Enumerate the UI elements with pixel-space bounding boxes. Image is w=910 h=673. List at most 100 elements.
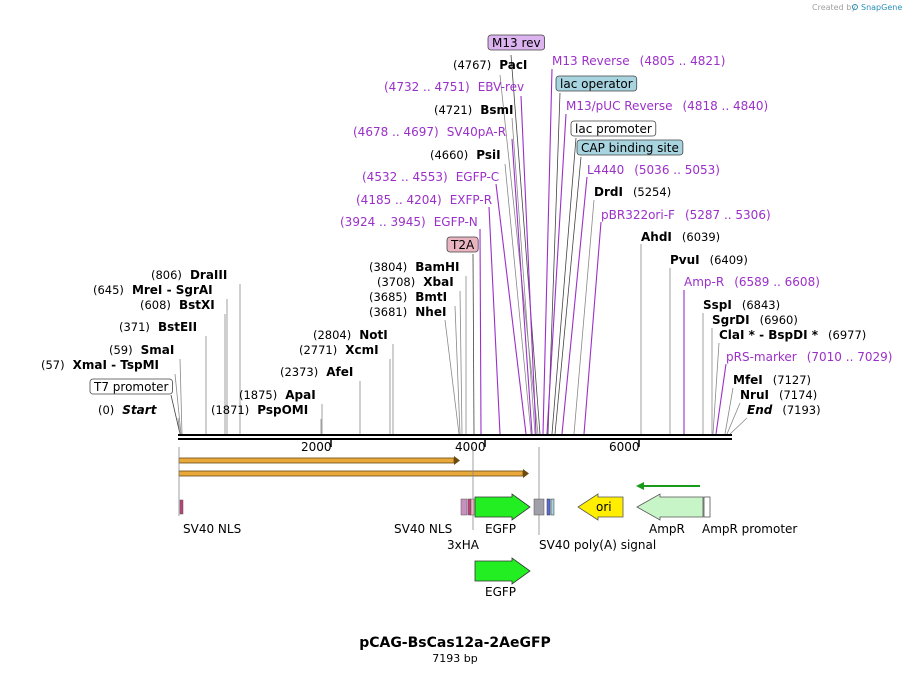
site-label-l4440: L4440(5036 .. 5053) [587, 163, 720, 177]
connector-m13puc [546, 113, 567, 435]
site-name: pRS-marker [726, 350, 797, 364]
site-position: (6843) [742, 298, 780, 312]
site-position: (371) [119, 320, 150, 334]
site-label-egfpc: (4532 .. 4553) EGFP-C [362, 170, 499, 184]
connector-drdi [573, 199, 595, 435]
connector-nrui [726, 402, 741, 435]
connector-psii [504, 163, 532, 435]
site-name: BstXI [179, 298, 215, 312]
ruler-label-4000: 4000 [455, 440, 486, 454]
connector-cap [554, 156, 582, 435]
gene-label-sv40-nls-1: SV40 NLS [183, 522, 241, 536]
connector-m13rev [510, 54, 541, 435]
site-position: (6589 .. 6608) [734, 275, 820, 289]
snapgene-logo-icon [852, 4, 858, 10]
site-name: XcmI [345, 343, 378, 357]
site-label-sv40par: (4678 .. 4697)SV40pA-R [353, 125, 506, 139]
t2a-glyph [470, 498, 475, 516]
site-label-paci: (4767) PacI [453, 58, 527, 72]
site-position: (2804) [313, 328, 351, 342]
site-label-ebvrev: (4732 .. 4751)EBV-rev [384, 80, 524, 94]
site-name: BmtI [415, 290, 447, 304]
sv40-nls-1-glyph [179, 499, 184, 515]
gene-label-3xha: 3xHA [447, 538, 480, 552]
plasmid-title: pCAG-BsCas12a-2AeGFP [359, 635, 551, 651]
label-box [576, 139, 684, 156]
site-position: (4660) [430, 148, 468, 162]
backbone-bottom-strand [178, 438, 732, 440]
gene-label-sv40-polya: SV40 poly(A) signal [539, 538, 656, 552]
site-label-end: End(7193) [747, 403, 821, 417]
site-label-bamhi: (3804)BamHI [369, 260, 460, 274]
connector-bmti [454, 305, 461, 435]
site-name: SgrDI [712, 313, 750, 327]
site-label-mrei: (645)MreI - SgrAI [93, 283, 213, 297]
connector-xmai [174, 373, 182, 435]
site-name: DraIII [190, 268, 227, 282]
gene-label-egfp-1: EGFP [485, 522, 516, 536]
site-position: (4185 .. 4204) [356, 193, 442, 207]
site-label-bmti: (3685) BmtI [369, 290, 447, 304]
site-position: (4732 .. 4751) [384, 80, 470, 94]
site-name: EGFP-C [456, 170, 499, 184]
site-name: BstEII [158, 320, 197, 334]
site-name: T7 promoter [93, 380, 169, 394]
site-position: (6409) [710, 253, 748, 267]
site-position: (7010 .. 7029) [807, 350, 893, 364]
site-label-apai: (1875) ApaI [239, 388, 316, 402]
site-name: PsiI [476, 148, 500, 162]
site-label-m13reverse: M13 Reverse(4805 .. 4821) [552, 54, 725, 68]
site-name: CAP binding site [581, 141, 679, 155]
site-label-clai: ClaI * - BspDI *(6977) [719, 328, 866, 342]
gene-label-ampr-promoter: AmpR promoter [702, 522, 797, 536]
site-label-ampr_f: Amp-R (6589 .. 6608) [684, 275, 820, 289]
site-position: (608) [140, 298, 171, 312]
site-position: (4678 .. 4697) [353, 125, 439, 139]
site-name: M13 rev [492, 36, 541, 50]
site-name: NotI [359, 328, 388, 342]
cds-bar-arrowhead [454, 456, 460, 465]
site-position: (3924 .. 3945) [340, 215, 426, 229]
site-label-egfpn: (3924 .. 3945)EGFP-N [340, 215, 478, 229]
site-label-xcmi: (2771)XcmI [299, 343, 379, 357]
site-name: PacI [499, 58, 527, 72]
cds-bar-cas12a [178, 457, 455, 464]
site-label-drdi: DrdI(5254) [594, 185, 671, 199]
site-position: (1875) [239, 388, 277, 402]
site-position: (5254) [633, 185, 671, 199]
connector-start [177, 417, 181, 435]
site-name: pBR322ori-F [601, 208, 675, 222]
site-position: (1871) [211, 403, 249, 417]
site-name: EXFP-R [450, 193, 492, 207]
connector-exfpr [488, 206, 501, 435]
credit-brand: SnapGene [861, 3, 902, 12]
site-name: XmaI - TspMI [73, 358, 159, 372]
site-label-psii: (4660) PsiI [430, 148, 501, 162]
connector-l4440 [561, 176, 588, 435]
site-name: XbaI [423, 275, 453, 289]
label-connectors [170, 54, 748, 435]
site-position: (4767) [453, 58, 491, 72]
backbone-top-strand [178, 434, 732, 436]
site-name: NheI [415, 305, 446, 319]
credit-text: Created by [812, 3, 856, 12]
site-label-xbai: (3708)XbaI [377, 275, 454, 289]
connector-egfpc [495, 183, 527, 435]
site-name: ApaI [285, 388, 315, 402]
site-name: M13 Reverse [552, 54, 630, 68]
connector-prs [715, 363, 727, 435]
site-label-xmai: (57)XmaI - TspMI [41, 358, 159, 372]
site-label-lacprom: lac promoter [570, 120, 657, 137]
site-position: (3685) [369, 290, 407, 304]
site-name: Amp-R [684, 275, 724, 289]
ha-tag-glyph [467, 498, 472, 516]
connector-t2a [472, 253, 475, 435]
site-position: (4532 .. 4553) [362, 170, 448, 184]
site-name: PvuI [670, 253, 700, 267]
ruler-label-2000: 2000 [301, 440, 332, 454]
site-position: (0) [98, 403, 114, 417]
site-position: (7174) [779, 388, 817, 402]
site-name: L4440 [587, 163, 624, 177]
site-label-pvui: PvuI (6409) [670, 253, 748, 267]
site-position: (5287 .. 5306) [685, 208, 771, 222]
